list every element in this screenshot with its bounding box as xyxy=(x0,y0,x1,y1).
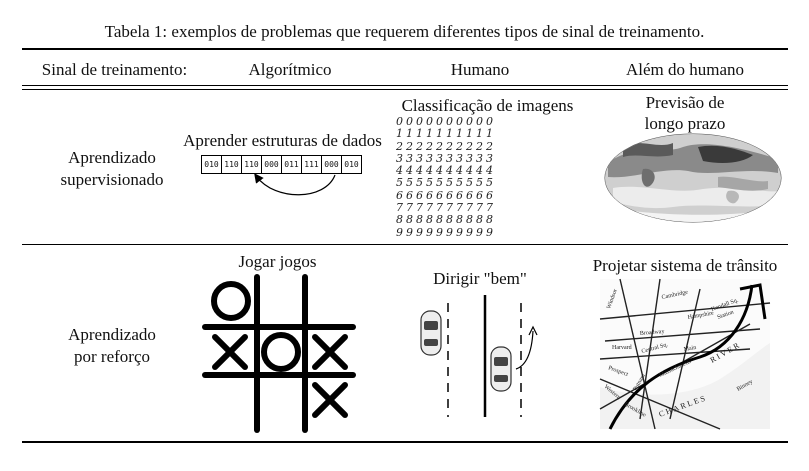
road-scene xyxy=(420,295,538,417)
world-map-image xyxy=(604,133,782,223)
map-label: Harvard xyxy=(612,345,632,351)
map-label: Main xyxy=(683,345,697,353)
driving-title: Dirigir "bem" xyxy=(433,269,527,288)
digit-row: 0000000000 xyxy=(396,115,496,128)
row-label-supervised-line2: supervisionado xyxy=(60,170,164,189)
digit-row: 5555555555 xyxy=(396,176,496,190)
digit-row: 9999999999 xyxy=(396,225,496,239)
map-label: Broadway xyxy=(640,329,665,337)
map-label: Station xyxy=(717,309,735,320)
map-label: Cambridge xyxy=(661,289,689,300)
table-caption: Tabela 1: exemplos de problemas que requ… xyxy=(104,22,705,41)
map-label: Hampshire xyxy=(687,310,714,321)
lane-change-arrow xyxy=(515,330,534,370)
digit-grid: 0000000000 1111111111 2222222222 3333333… xyxy=(396,115,546,239)
row-separator xyxy=(22,244,788,245)
games-title: Jogar jogos xyxy=(238,252,317,271)
digit-row: 1111111111 xyxy=(396,127,496,141)
row-label-supervised-line1: Aprendizado xyxy=(68,148,156,167)
bit-cell: 000 xyxy=(261,155,282,174)
car-right-icon xyxy=(490,346,512,392)
bit-cell: 011 xyxy=(281,155,302,174)
bit-cell: 010 xyxy=(201,155,222,174)
row-label-supervised: Aprendizado supervisionado xyxy=(22,147,202,191)
header-rule-lower xyxy=(22,89,788,90)
forecast-title-line2: longo prazo xyxy=(644,114,726,133)
forecast-title-line1: Previsão de xyxy=(645,93,725,112)
bit-cell: 111 xyxy=(301,155,322,174)
bit-cell: 010 xyxy=(341,155,362,174)
header-algorithmic: Algorítmico xyxy=(248,60,332,79)
forecast-title: Previsão de longo prazo xyxy=(600,92,770,134)
data-structures-title: Aprender estruturas de dados xyxy=(183,131,382,150)
bit-cell: 110 xyxy=(221,155,242,174)
tic-tac-toe-board xyxy=(202,274,356,433)
digit-row: 2222222222 xyxy=(396,139,496,153)
bit-array: 010 110 110 000 011 111 000 010 xyxy=(201,155,362,174)
traffic-title: Projetar sistema de trânsito xyxy=(592,256,778,275)
row-label-reinforcement: Aprendizado por reforço xyxy=(22,324,202,368)
header-beyond-human: Além do humano xyxy=(625,60,745,79)
digit-row: 4444444444 xyxy=(396,164,496,178)
bit-cell: 110 xyxy=(241,155,262,174)
bottom-rule xyxy=(22,441,788,443)
digit-row: 3333333333 xyxy=(396,151,496,165)
image-classification-title: Classificação de imagens xyxy=(401,96,574,115)
top-rule xyxy=(22,48,788,50)
digit-row: 7777777777 xyxy=(396,201,496,215)
swap-arrow xyxy=(254,173,336,196)
header-signal: Sinal de treinamento: xyxy=(41,60,188,79)
row-label-reinforcement-line1: Aprendizado xyxy=(68,325,156,344)
bit-cell: 000 xyxy=(321,155,342,174)
digit-row: 6666666666 xyxy=(396,188,496,202)
header-human: Humano xyxy=(450,60,510,79)
header-rule-upper xyxy=(22,85,788,86)
car-left-icon xyxy=(420,310,442,356)
row-label-reinforcement-line2: por reforço xyxy=(74,347,150,366)
digit-row: 8888888888 xyxy=(396,213,496,227)
street-map-image: Cambridge Hampshire Broadway Central Sq.… xyxy=(599,278,771,430)
